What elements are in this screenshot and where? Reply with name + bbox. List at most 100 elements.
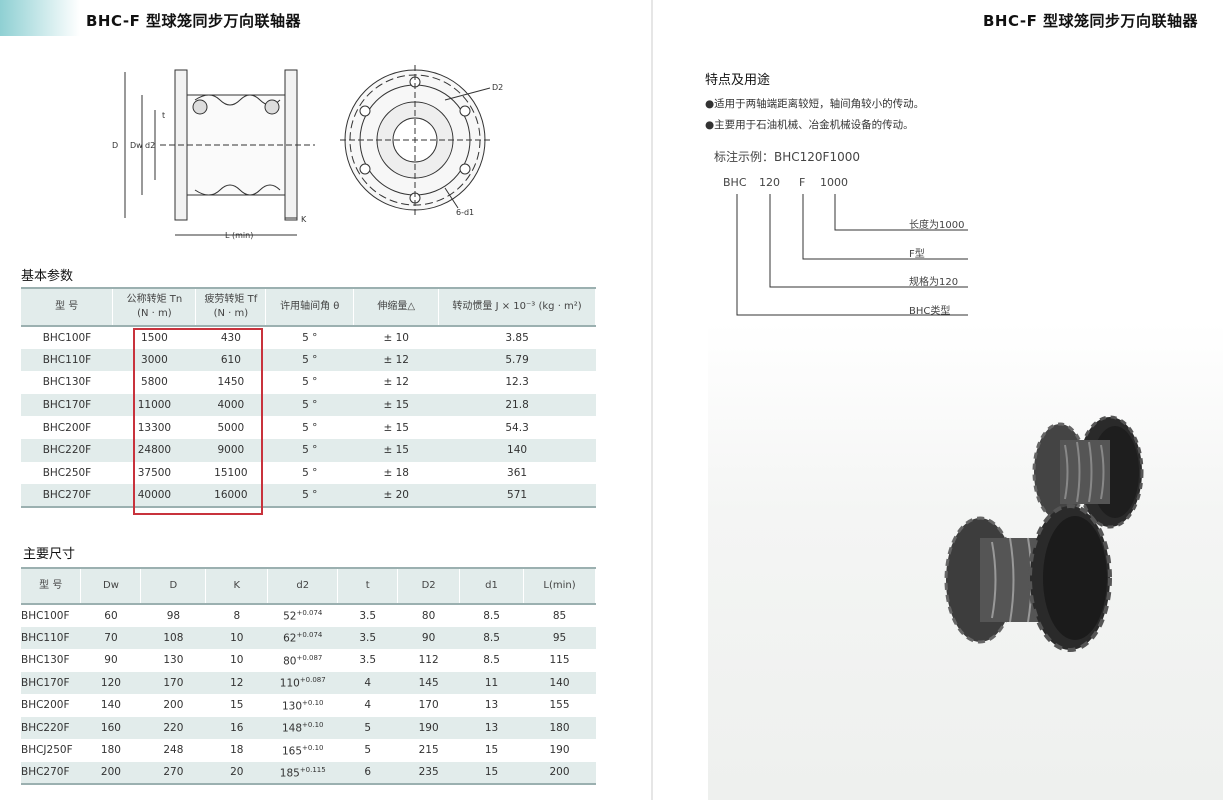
table-cell: 148+0.10 <box>267 716 338 739</box>
table-cell: BHC270F <box>21 761 81 785</box>
table-cell: 3.5 <box>337 626 398 649</box>
legend-size: 规格为120 <box>909 277 959 288</box>
basic-col-header: 转动惯量 J × 10⁻³ (kg · m²) <box>438 288 596 326</box>
table-cell: 11 <box>459 671 524 694</box>
code-part-length: 1000 <box>820 176 848 189</box>
table-cell: 5 <box>337 716 398 739</box>
table-cell: 165+0.10 <box>268 739 338 762</box>
table-cell: 20 <box>205 761 268 785</box>
table-cell: 16000 <box>195 484 266 508</box>
table-cell: BHC110F <box>21 348 113 372</box>
legend-length: 长度为1000 <box>909 220 965 231</box>
basic-col-header: 伸缩量△ <box>353 288 440 326</box>
table-cell: 10 <box>205 626 268 649</box>
table-cell: 215 <box>418 744 439 757</box>
table-cell: 15100 <box>214 466 248 479</box>
table-cell: 70 <box>80 626 141 649</box>
dims-col-header: d1 <box>459 568 524 604</box>
table-cell: 8.5 <box>483 609 500 622</box>
table-cell: 12 <box>205 671 268 694</box>
table-cell: 120 <box>80 671 141 694</box>
basic-params-title: 基本参数 <box>21 269 74 284</box>
d2-tolerance: +0.087 <box>296 653 323 662</box>
left-header-title: BHC-F 型球笼同步万向联轴器 <box>86 12 302 30</box>
page-fold <box>651 0 653 800</box>
left-page: BHC-F 型球笼同步万向联轴器 <box>0 0 596 785</box>
table-cell: 190 <box>397 716 460 739</box>
d2-tolerance: +0.087 <box>299 676 326 684</box>
table-cell: 200 <box>163 699 184 712</box>
table-cell: 200 <box>523 761 596 785</box>
table-cell: 16 <box>205 716 268 739</box>
table-cell: 5 ° <box>265 484 354 508</box>
table-cell: 4000 <box>195 393 266 417</box>
basic-col-header: 许用轴间角 θ <box>265 288 355 326</box>
table-cell: BHC130F <box>21 654 70 667</box>
right-header-title: BHC-F 型球笼同步万向联轴器 <box>983 12 1199 30</box>
table-cell: 52+0.074 <box>268 604 338 627</box>
table-cell: 170 <box>418 699 439 712</box>
basic-col-header: 公称转矩 Tn(N · m) <box>112 288 197 326</box>
table-cell: BHC200F <box>42 421 92 434</box>
table-cell: BHC110F <box>21 626 81 649</box>
table-cell: 130+0.10 <box>268 694 338 717</box>
d2-value: 80 <box>283 655 297 667</box>
d2-tolerance: +0.074 <box>296 631 323 639</box>
table-cell: 10 <box>230 654 244 667</box>
table-cell: 1450 <box>217 376 245 389</box>
torque-highlight-box <box>133 328 263 515</box>
table-cell: 13 <box>459 716 524 739</box>
table-cell: 180 <box>523 716 596 739</box>
table-cell: 15 <box>459 761 524 785</box>
dims-col-header: 型 号 <box>21 568 82 604</box>
table-cell: 5 ° <box>265 438 354 462</box>
table-cell: 610 <box>195 348 266 372</box>
feature-item-1: ●适用于两轴端距离较短，轴间角较小的传动。 <box>705 98 925 110</box>
table-cell: 8.5 <box>459 626 524 649</box>
table-cell: 3.85 <box>505 331 529 344</box>
table-cell: 37500 <box>137 466 172 479</box>
dims-col-header: L(min) <box>523 568 596 604</box>
table-cell: 115 <box>549 654 570 667</box>
example-label: 标注示例：BHC120F1000 <box>714 150 860 164</box>
table-cell: 160 <box>80 716 141 739</box>
d2-tolerance: +0.10 <box>302 721 324 729</box>
table-cell: ± 10 <box>383 331 409 344</box>
dims-col-header: D2 <box>397 568 461 604</box>
table-cell: 270 <box>140 761 206 785</box>
dims-col-header: K <box>205 568 269 604</box>
table-cell: 220 <box>140 716 206 739</box>
table-cell: 5 ° <box>302 421 318 434</box>
table-cell: 62+0.074 <box>267 626 338 649</box>
table-cell: BHC100F <box>42 331 92 344</box>
main-dims-title: 主要尺寸 <box>23 547 76 562</box>
example-leader-lines <box>736 194 968 316</box>
basic-col-header-line1: 疲劳转矩 Tf <box>204 294 258 305</box>
dim-d2: d2 <box>145 141 155 150</box>
table-cell: 5 ° <box>265 348 354 372</box>
table-cell: 95 <box>523 626 596 649</box>
table-cell: 571 <box>438 484 596 508</box>
table-cell: 21.8 <box>438 393 596 417</box>
table-cell: 15 <box>484 744 499 757</box>
legend-series: BHC类型 <box>909 306 951 317</box>
table-cell: 5.79 <box>438 348 596 372</box>
basic-col-header-line1: 伸缩量△ <box>377 301 416 312</box>
code-part-size: 120 <box>759 176 780 189</box>
table-cell: 155 <box>549 699 570 712</box>
dims-col-header: Dw <box>80 568 142 604</box>
table-cell: 3.5 <box>359 609 377 622</box>
dims-col-header: t <box>337 568 399 604</box>
